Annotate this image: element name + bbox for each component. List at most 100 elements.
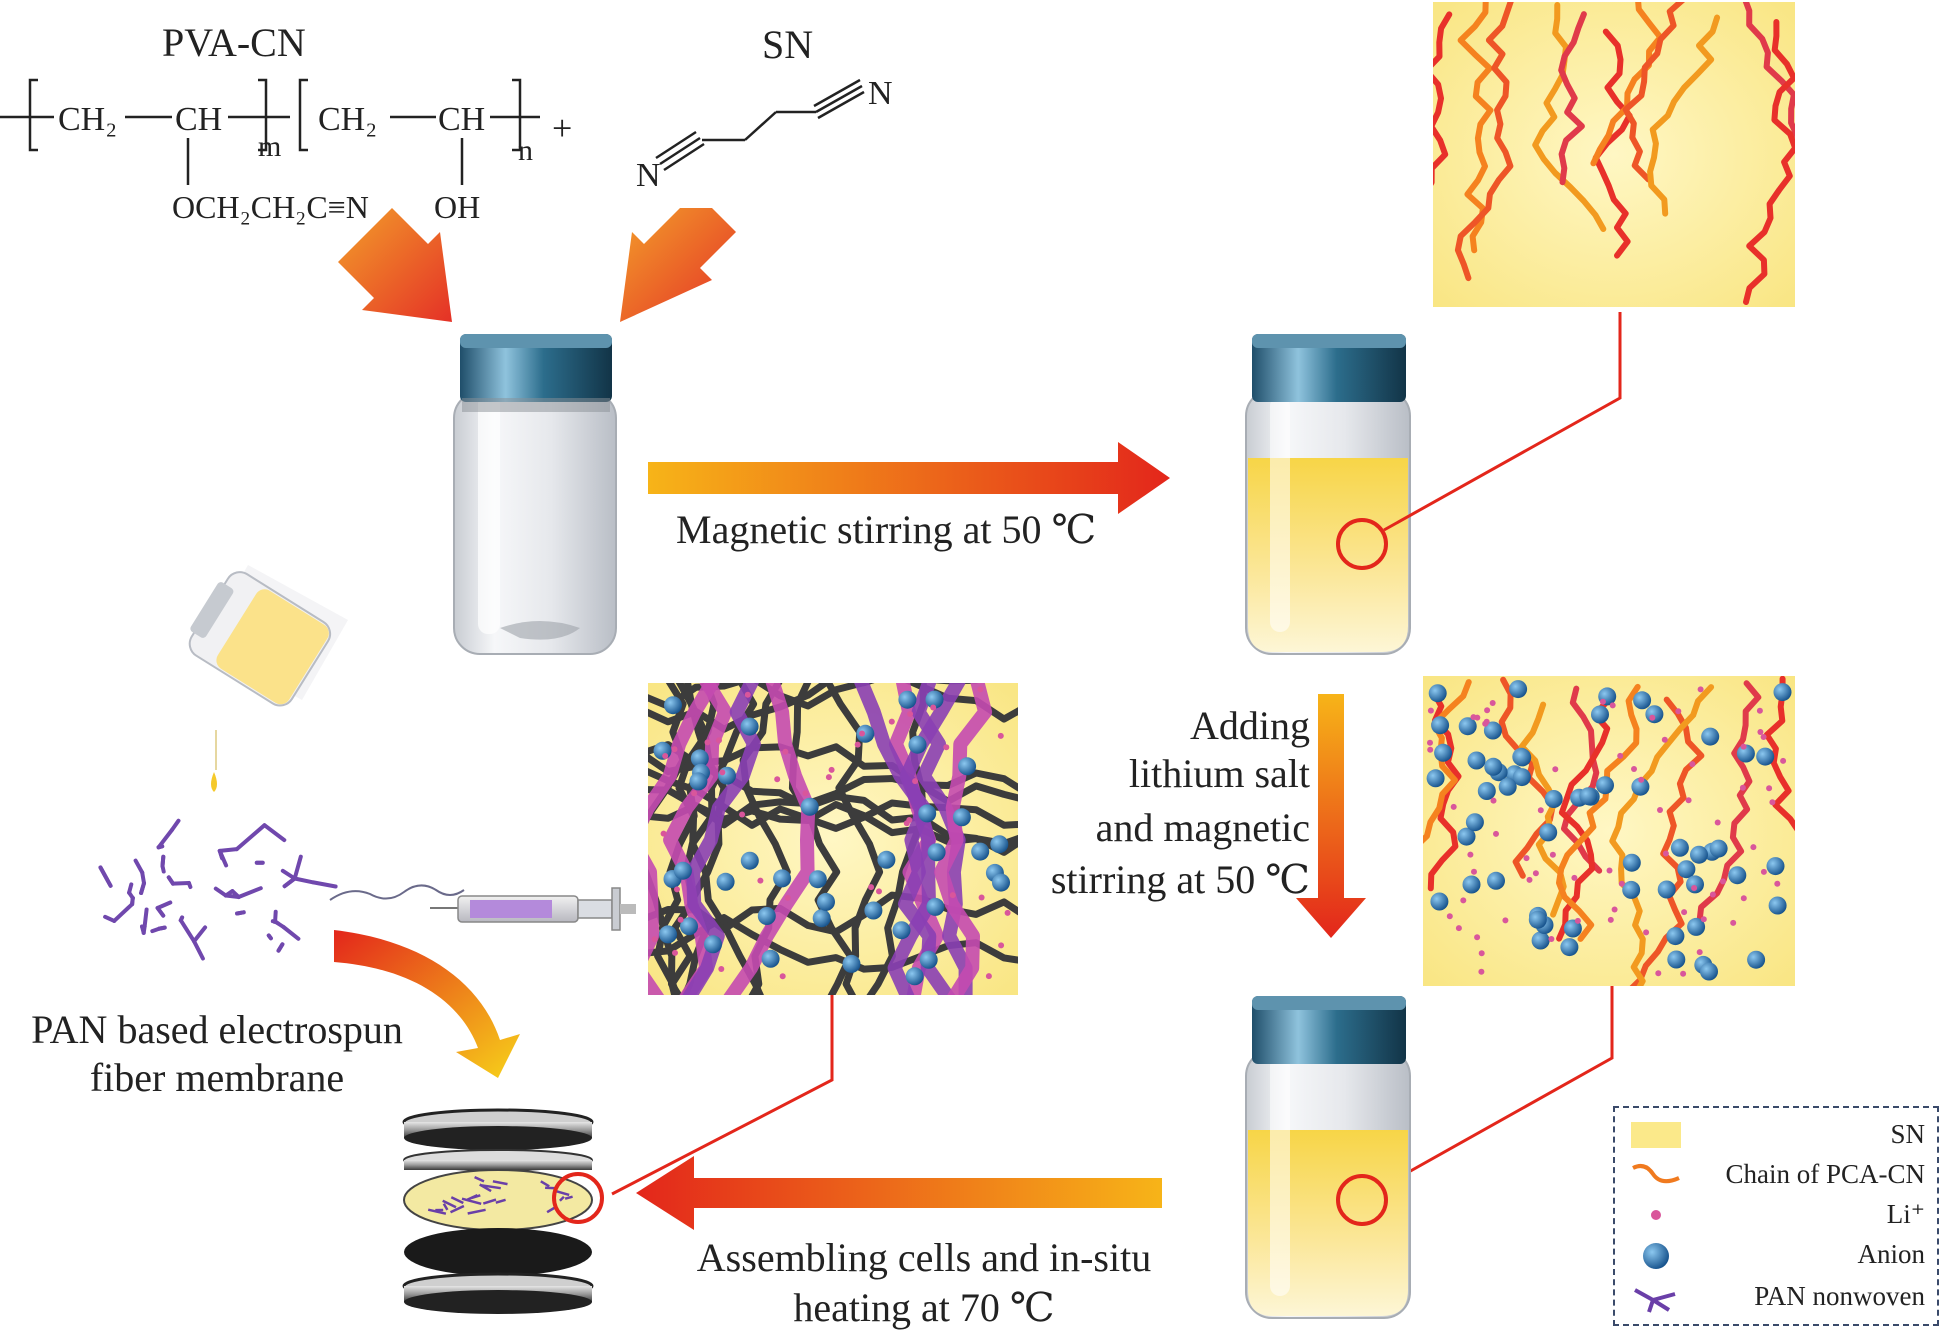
fiber-segment	[170, 818, 181, 832]
anion-sphere	[817, 892, 835, 911]
li-ion-dot	[802, 790, 809, 797]
purple-fiber-chain	[723, 683, 816, 995]
li-ion-dot	[1649, 714, 1656, 721]
li-ion-dot	[1691, 885, 1698, 891]
anion-sphere	[1544, 790, 1563, 808]
li-ion-dot	[1450, 803, 1457, 810]
li-ion-dot	[1474, 934, 1481, 941]
li-ion-dot	[1611, 906, 1618, 913]
li-ion-dot	[985, 973, 992, 980]
polymer-chain	[1561, 685, 1603, 874]
li-ion-dot	[774, 776, 781, 783]
side-chain-oh: OH	[434, 189, 480, 225]
liquid-vial-2	[1245, 996, 1411, 1319]
li-ion-dot	[671, 746, 678, 753]
li-ion-dot	[1482, 720, 1489, 727]
anion-sphere	[1483, 721, 1502, 740]
polymer-chain	[1433, 11, 1453, 186]
anion-sphere	[1465, 813, 1484, 832]
cell-fiber-segment	[540, 1180, 550, 1188]
unit-ch2-b: CH₂	[318, 101, 377, 138]
anion-sphere	[856, 724, 875, 743]
polymer-chain	[1622, 2, 1686, 183]
purple-fiber-chain	[887, 683, 966, 995]
li-ion-dot	[1709, 891, 1716, 898]
fiber-segment	[192, 939, 205, 961]
anion-sphere	[1622, 880, 1641, 899]
polymer-chain	[1647, 14, 1721, 217]
cell-fiber-segment	[466, 1194, 478, 1201]
arrow-into-vial-left	[338, 208, 452, 322]
anion-sphere	[877, 850, 896, 869]
anion-sphere	[808, 870, 827, 889]
anion-sphere	[1560, 938, 1579, 957]
anion-sphere	[1596, 776, 1614, 795]
li-ion-dot	[888, 718, 895, 725]
li-ion-dot	[779, 973, 786, 980]
anion-sphere	[1633, 691, 1652, 710]
yellow-square-icon	[1631, 1122, 1681, 1153]
step1-label: Magnetic stirring at 50 ℃	[676, 507, 1097, 552]
li-ion-dot	[1446, 913, 1453, 920]
fiber-segment	[142, 907, 149, 929]
anion-sphere	[690, 749, 709, 768]
panel-network	[648, 683, 1018, 995]
li-ion-dot	[1780, 757, 1787, 764]
anion-sphere	[1773, 683, 1792, 702]
anion-sphere	[908, 735, 927, 754]
li-ion-dot	[1467, 851, 1474, 858]
li-ion-dot	[716, 737, 722, 744]
anion-sphere	[1690, 845, 1708, 864]
li-ion-dot	[1502, 917, 1509, 924]
anion-sphere	[919, 950, 938, 969]
black-network-chain	[648, 683, 687, 995]
arrow-adding-salt	[1296, 694, 1366, 938]
legend-label-anion: Anion	[1857, 1239, 1926, 1269]
step3-label-line2: heating at 70 ℃	[793, 1285, 1055, 1330]
legend-label-pan: PAN nonwoven	[1754, 1281, 1925, 1311]
li-ion-dot	[1696, 949, 1703, 956]
anion-sphere	[659, 925, 677, 944]
fiber-segment	[157, 925, 167, 931]
li-ion-dot	[1574, 917, 1581, 924]
polymer-chain	[1532, 2, 1607, 232]
zoom-line-3	[611, 995, 834, 1196]
fiber-segment	[266, 933, 273, 941]
fiber-segment	[292, 876, 316, 885]
plus-sign: +	[552, 108, 572, 148]
li-ion-dot	[854, 741, 861, 748]
anion-sphere	[892, 921, 911, 940]
liquid-vial-1	[1245, 334, 1411, 655]
black-network-chain	[675, 683, 728, 995]
sn-title: SN	[762, 22, 813, 67]
li-ion-dot	[1756, 707, 1763, 714]
anion-sphere	[1498, 777, 1517, 796]
red-chain-icon	[1631, 1162, 1681, 1193]
black-network-chain	[648, 683, 1018, 733]
fiber-segment	[235, 910, 246, 916]
fiber-segment	[178, 918, 197, 944]
anion-sphere	[958, 757, 977, 776]
syringe	[430, 887, 636, 931]
anion-sphere	[925, 690, 944, 709]
anion-sphere	[704, 935, 722, 954]
sub-n: n	[518, 134, 533, 167]
anion-sphere	[740, 851, 759, 870]
li-ion-dot	[739, 811, 746, 818]
li-ion-dot	[1470, 714, 1477, 721]
li-ion-dot	[1681, 909, 1688, 916]
anion-sphere	[1426, 769, 1445, 788]
cell-fiber-segment	[481, 1184, 501, 1190]
fiber-segment	[213, 886, 228, 898]
unit-ch-a: CH	[175, 101, 222, 138]
li-ion-dot	[949, 892, 956, 899]
li-ion-dot	[672, 949, 678, 956]
li-ion-dot	[876, 888, 882, 895]
black-network-chain	[668, 683, 758, 995]
li-ion-dot	[1714, 819, 1721, 826]
cell-fiber-segment	[427, 1208, 447, 1215]
li-ion-dot	[651, 936, 658, 943]
legend-label-sn: SN	[1890, 1119, 1925, 1149]
anion-sphere	[1467, 751, 1486, 770]
anion-sphere	[740, 717, 759, 736]
